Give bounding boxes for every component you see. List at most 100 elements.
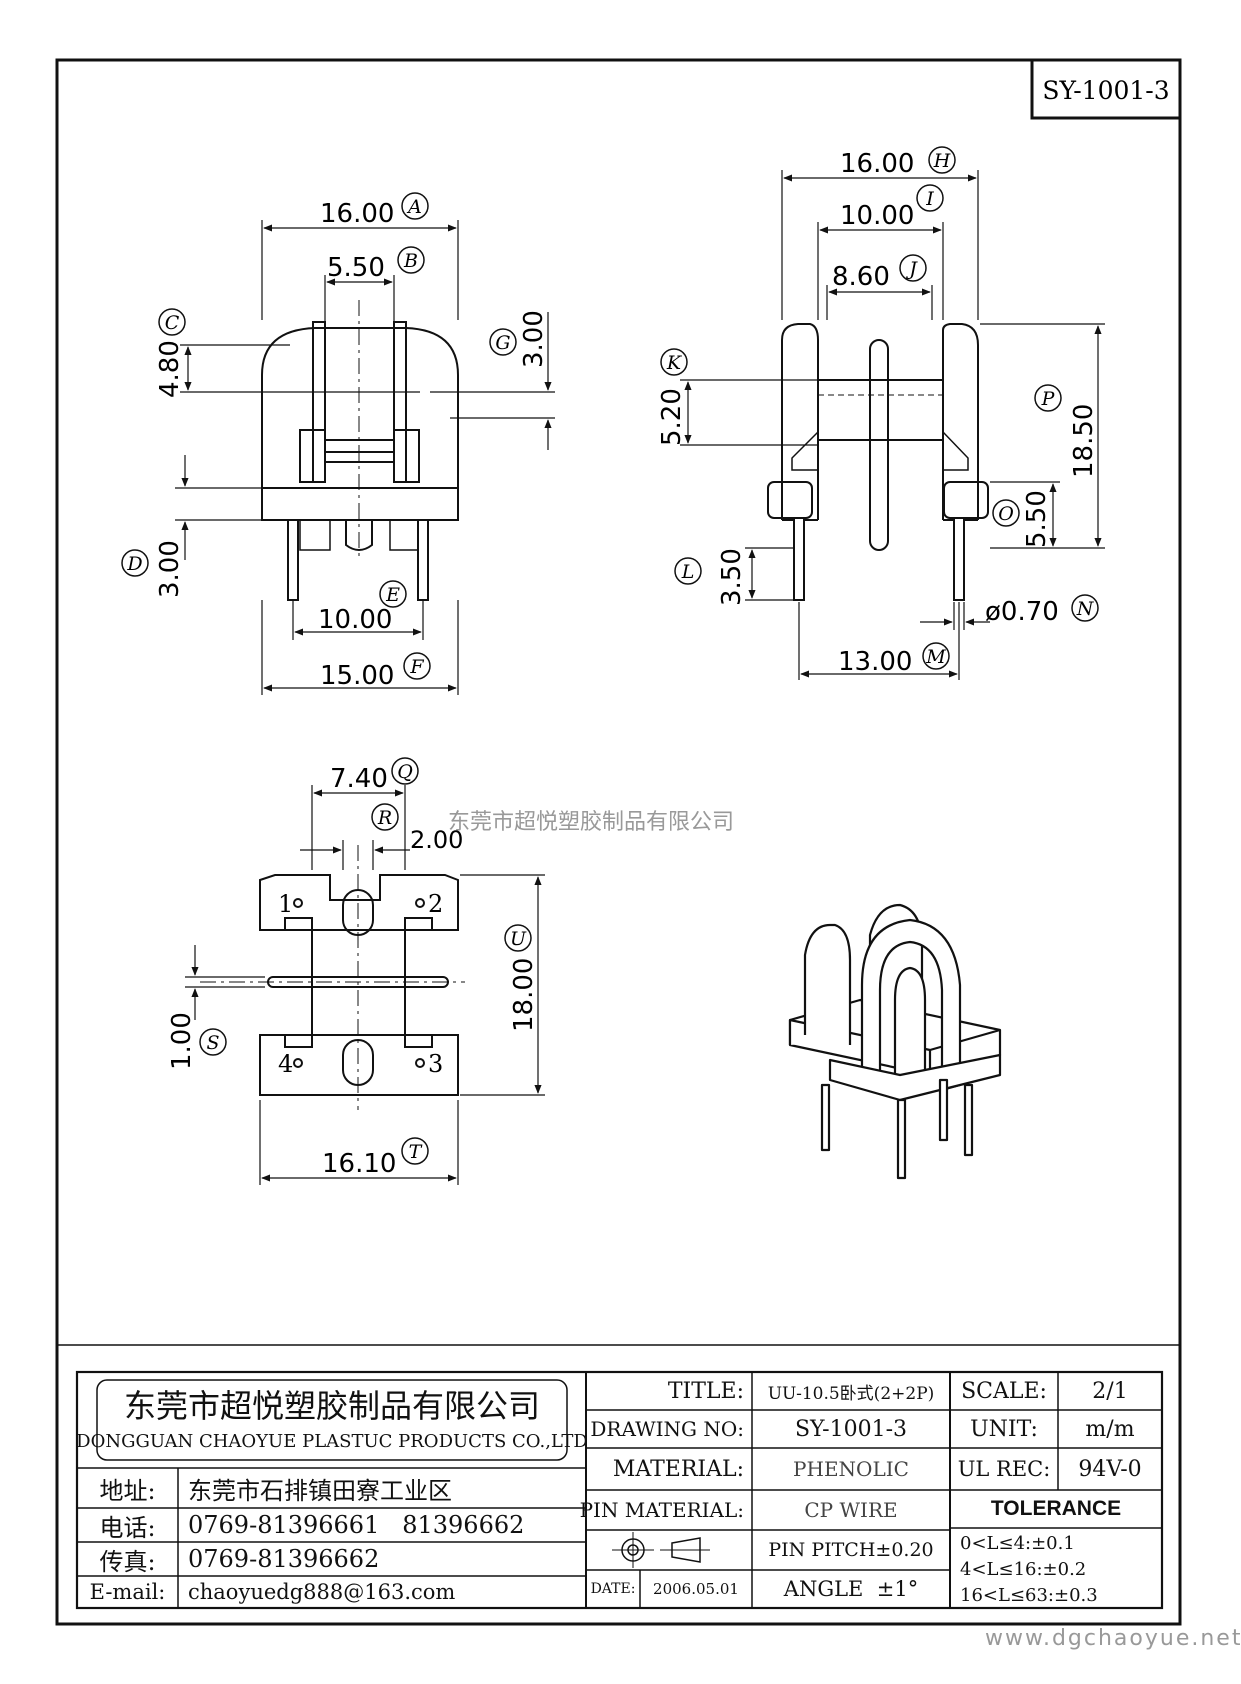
isometric-view bbox=[788, 903, 1002, 1180]
dim-value-t: 16.10 bbox=[322, 1149, 396, 1179]
pin-label-3: 3 bbox=[428, 1050, 443, 1078]
balloon-a bbox=[401, 192, 429, 220]
balloon-f bbox=[403, 652, 431, 680]
balloon-letter-b: B bbox=[403, 250, 418, 272]
side-view bbox=[767, 323, 989, 601]
address-label: 地址: bbox=[99, 1476, 156, 1505]
watermark-company: 东莞市超悦塑胶制品有限公司 bbox=[448, 810, 734, 835]
material-value: PHENOLIC bbox=[793, 1457, 909, 1481]
side-view-dimensions bbox=[680, 170, 1105, 680]
pin-pitch: PIN PITCH±0.20 bbox=[768, 1539, 934, 1561]
ul-rec-label: UL REC: bbox=[957, 1457, 1051, 1481]
tolerance-row-1: 0<L≤4:±0.1 bbox=[960, 1532, 1075, 1554]
balloon-letter-o: O bbox=[998, 503, 1014, 525]
dim-value-m: 13.00 bbox=[838, 647, 912, 677]
drawing-no-value: SY-1001-3 bbox=[794, 1416, 908, 1442]
balloon-l bbox=[674, 557, 702, 585]
balloon-letter-f: F bbox=[409, 656, 424, 678]
balloon-q bbox=[391, 757, 419, 785]
balloon-letter-k: K bbox=[666, 352, 683, 374]
fax-label: 传真: bbox=[99, 1547, 156, 1576]
balloon-m bbox=[922, 642, 950, 670]
angle-tolerance: ANGLE ±1° bbox=[783, 1577, 919, 1601]
balloon-letter-s: S bbox=[206, 1032, 219, 1054]
balloon-letter-m: M bbox=[925, 646, 946, 668]
balloon-letter-d: D bbox=[126, 553, 142, 575]
unit-label: UNIT: bbox=[970, 1416, 1038, 1442]
balloon-o bbox=[992, 499, 1020, 527]
title-block-grid bbox=[75, 1370, 1164, 1610]
phone-label: 电话: bbox=[99, 1513, 156, 1542]
bottom-view bbox=[200, 845, 465, 1110]
dim-value-q: 7.40 bbox=[330, 764, 388, 794]
dim-value-l: 3.50 bbox=[717, 548, 747, 606]
balloon-letter-a: A bbox=[406, 196, 422, 218]
dim-value-i: 10.00 bbox=[840, 201, 914, 231]
pin-material-label: PIN MATERIAL: bbox=[579, 1498, 744, 1522]
balloon-letter-r: R bbox=[377, 807, 392, 829]
balloon-k bbox=[660, 348, 688, 376]
balloon-d bbox=[121, 549, 149, 577]
balloon-letter-u: U bbox=[510, 928, 527, 950]
dim-value-h: 16.00 bbox=[840, 149, 914, 179]
front-view bbox=[261, 300, 459, 601]
balloon-letter-i: I bbox=[925, 188, 934, 210]
material-label: MATERIAL: bbox=[612, 1456, 744, 1482]
dim-value-n: ø0.70 bbox=[985, 597, 1059, 627]
balloon-s bbox=[199, 1028, 227, 1056]
balloon-letter-l: L bbox=[681, 561, 695, 583]
dim-value-s: 1.00 bbox=[167, 1012, 197, 1070]
pin-label-2: 2 bbox=[428, 890, 443, 918]
dim-value-b: 5.50 bbox=[327, 253, 385, 283]
dim-value-e: 10.00 bbox=[318, 605, 392, 635]
dim-value-r: 2.00 bbox=[410, 826, 463, 854]
pin-material-value: CP WIRE bbox=[804, 1498, 898, 1522]
dim-value-j: 8.60 bbox=[832, 262, 890, 292]
balloon-letter-q: Q bbox=[397, 761, 413, 783]
email-value: chaoyuedg888@163.com bbox=[188, 1580, 456, 1604]
balloon-t bbox=[401, 1137, 429, 1165]
scale-value: 2/1 bbox=[1092, 1378, 1128, 1404]
ul-rec-value: 94V-0 bbox=[1078, 1456, 1142, 1482]
bottom-view-dimensions bbox=[185, 785, 545, 1185]
outer-border bbox=[55, 58, 1182, 1626]
dim-value-d: 3.00 bbox=[155, 540, 185, 598]
date-label: DATE: bbox=[590, 1581, 636, 1597]
balloon-r bbox=[371, 803, 399, 831]
balloon-letter-h: H bbox=[933, 150, 951, 172]
pin-label-4: 4 bbox=[278, 1050, 293, 1078]
balloon-h bbox=[928, 146, 956, 174]
balloon-n bbox=[1071, 594, 1099, 622]
front-view-dimensions bbox=[175, 220, 555, 695]
tolerance-row-2: 4<L≤16:±0.2 bbox=[960, 1558, 1087, 1580]
address-value: 东莞市石排镇田寮工业区 bbox=[188, 1476, 452, 1505]
dim-value-a: 16.00 bbox=[320, 199, 394, 229]
dim-value-p: 18.50 bbox=[1069, 404, 1099, 478]
title-label: TITLE: bbox=[667, 1378, 744, 1404]
company-name-cn: 东莞市超悦塑胶制品有限公司 bbox=[123, 1387, 540, 1425]
balloon-b bbox=[397, 246, 425, 274]
balloon-e bbox=[379, 580, 407, 608]
fax-value: 0769-81396662 bbox=[188, 1545, 380, 1573]
balloon-g bbox=[489, 328, 517, 356]
tolerance-label: TOLERANCE bbox=[990, 1497, 1122, 1520]
watermark-site: www.dgchaoyue.net bbox=[985, 1626, 1241, 1651]
dim-value-g: 3.00 bbox=[519, 310, 549, 368]
balloon-letter-n: N bbox=[1076, 598, 1095, 620]
dim-value-f: 15.00 bbox=[320, 661, 394, 691]
title-value: UU-10.5卧式(2+2P) bbox=[767, 1383, 935, 1404]
balloon-letter-t: T bbox=[409, 1141, 423, 1163]
drawing-no-label: DRAWING NO: bbox=[590, 1417, 744, 1441]
balloon-letter-j: J bbox=[905, 258, 918, 280]
scale-label: SCALE: bbox=[961, 1378, 1047, 1404]
phone-value: 0769-81396661 81396662 bbox=[188, 1511, 525, 1539]
email-label: E-mail: bbox=[89, 1580, 166, 1604]
balloon-j bbox=[899, 254, 927, 282]
balloon-letter-g: G bbox=[495, 332, 510, 354]
date-value: 2006.05.01 bbox=[653, 1580, 739, 1598]
dim-value-u: 18.00 bbox=[509, 958, 539, 1032]
balloon-c bbox=[158, 308, 186, 336]
balloon-letter-e: E bbox=[385, 584, 400, 606]
